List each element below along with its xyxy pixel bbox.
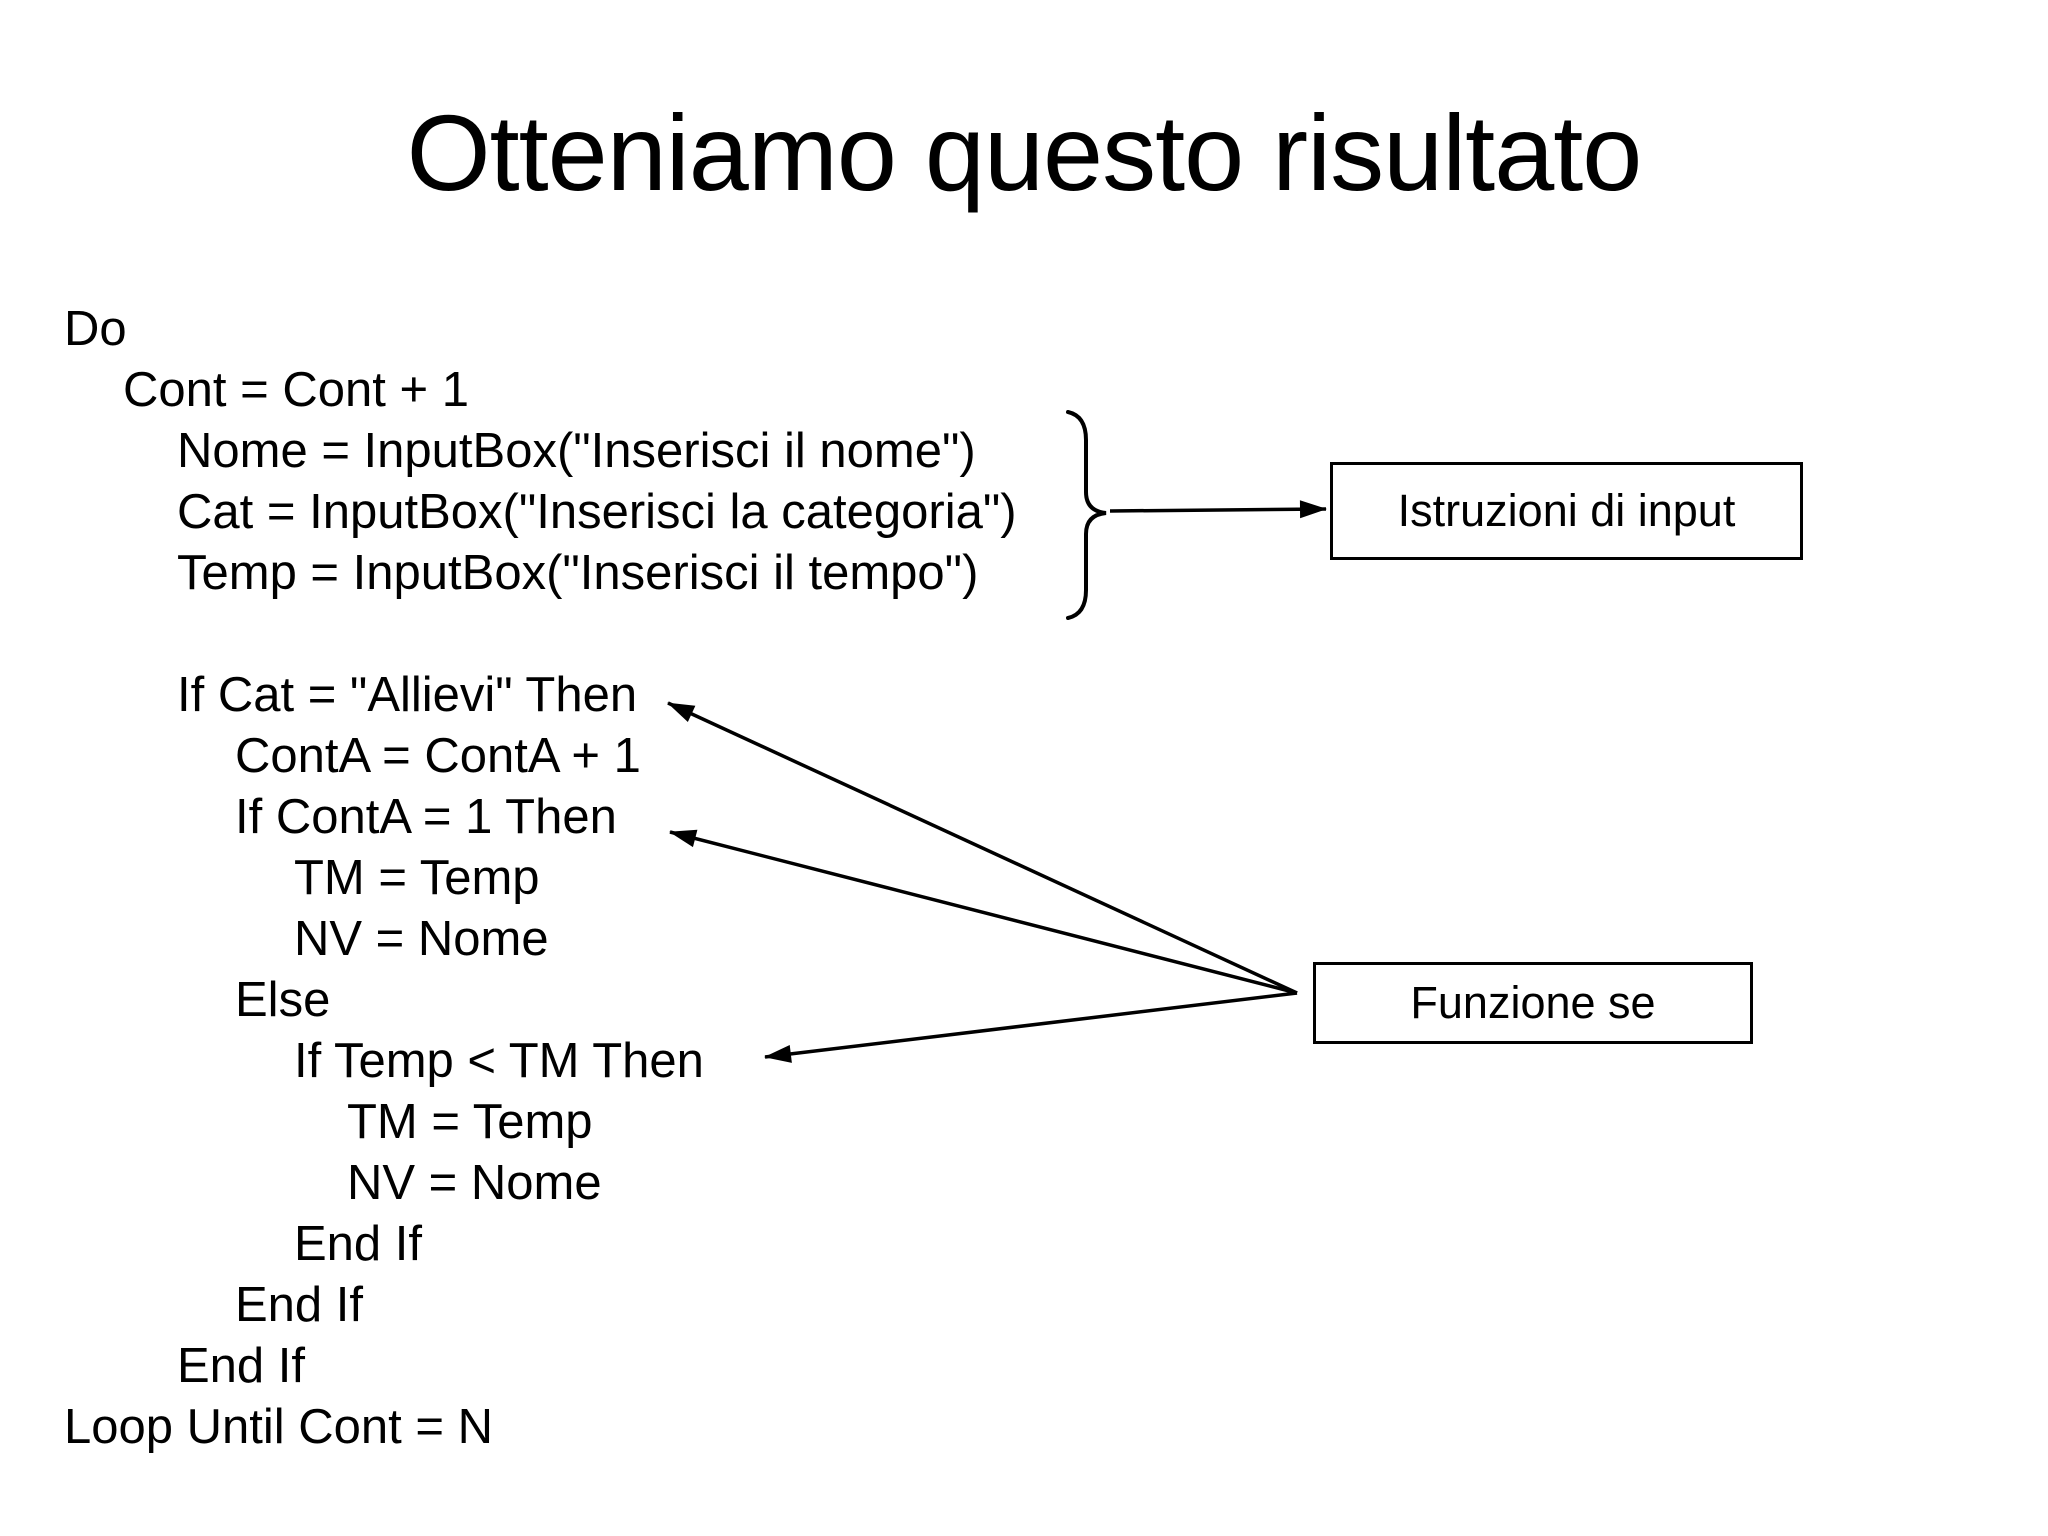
code-line: Cont = Cont + 1 [123,363,469,417]
code-line: Cat = InputBox("Inserisci la categoria") [177,485,1017,539]
code-line: NV = Nome [294,912,549,966]
code-line: If ContA = 1 Then [235,790,617,844]
callout-istruzioni-di-input: Istruzioni di input [1330,462,1803,560]
code-line: End If [294,1217,423,1271]
code-line: TM = Temp [347,1095,593,1149]
code-line: If Cat = "Allievi" Then [177,668,638,722]
code-line: End If [177,1339,306,1393]
callout-funzione-se: Funzione se [1313,962,1753,1044]
code-line: Else [235,973,331,1027]
code-line: End If [235,1278,364,1332]
code-line: NV = Nome [347,1156,602,1210]
code-line: Do [64,302,127,356]
code-line: Loop Until Cont = N [64,1400,493,1454]
slide-title: Otteniamo questo risultato [406,92,1643,213]
callout-funzione-label: Funzione se [1410,977,1656,1028]
code-line: Temp = InputBox("Inserisci il tempo") [177,546,979,600]
code-line: TM = Temp [294,851,540,905]
code-line: ContA = ContA + 1 [235,729,641,783]
code-line: Nome = InputBox("Inserisci il nome") [177,424,976,478]
code-line-blank [64,604,1300,665]
callout-istruzioni-label: Istruzioni di input [1397,485,1736,536]
code-line: If Temp < TM Then [294,1034,704,1088]
code-block: Do Cont = Cont + 1 Nome = InputBox("Inse… [0,299,1300,1458]
